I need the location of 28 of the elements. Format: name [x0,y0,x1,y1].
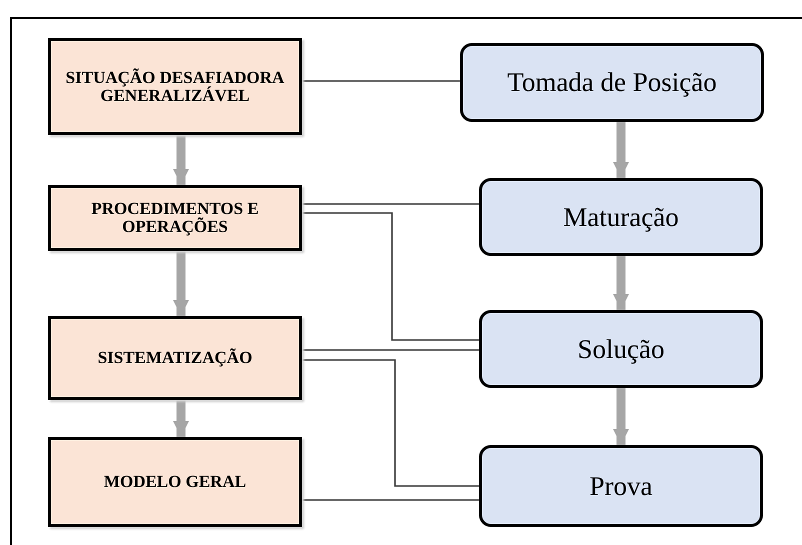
process-box [479,310,763,388]
process-box [460,43,764,122]
arrow [173,135,189,185]
arrow [173,400,189,437]
arrow [613,256,629,310]
connector-line [302,203,479,205]
box-label: SISTEMATIZAÇÃO [98,349,252,367]
box-label: SITUAÇÃO DESAFIADORA GENERALIZÁVEL [64,68,286,104]
process-box [48,185,302,251]
box-label: Solução [578,334,664,364]
box-label: Tomada de Posição [507,68,717,97]
process-box [479,445,763,527]
process-box [48,316,302,400]
process-box [48,437,302,527]
box-label: PROCEDIMENTOS E OPERAÇÕES [90,200,260,236]
process-box [48,38,302,135]
arrow [173,251,189,316]
connector-line [302,499,479,501]
box-label: Prova [590,472,652,500]
connector-line [302,359,479,487]
arrow [613,388,629,445]
connector-line [302,212,479,341]
connector-line [302,349,479,351]
box-label: MODELO GERAL [104,473,246,491]
process-box [479,178,763,256]
arrow [613,122,629,178]
box-label: Maturação [563,202,679,232]
connector-line [302,80,460,82]
